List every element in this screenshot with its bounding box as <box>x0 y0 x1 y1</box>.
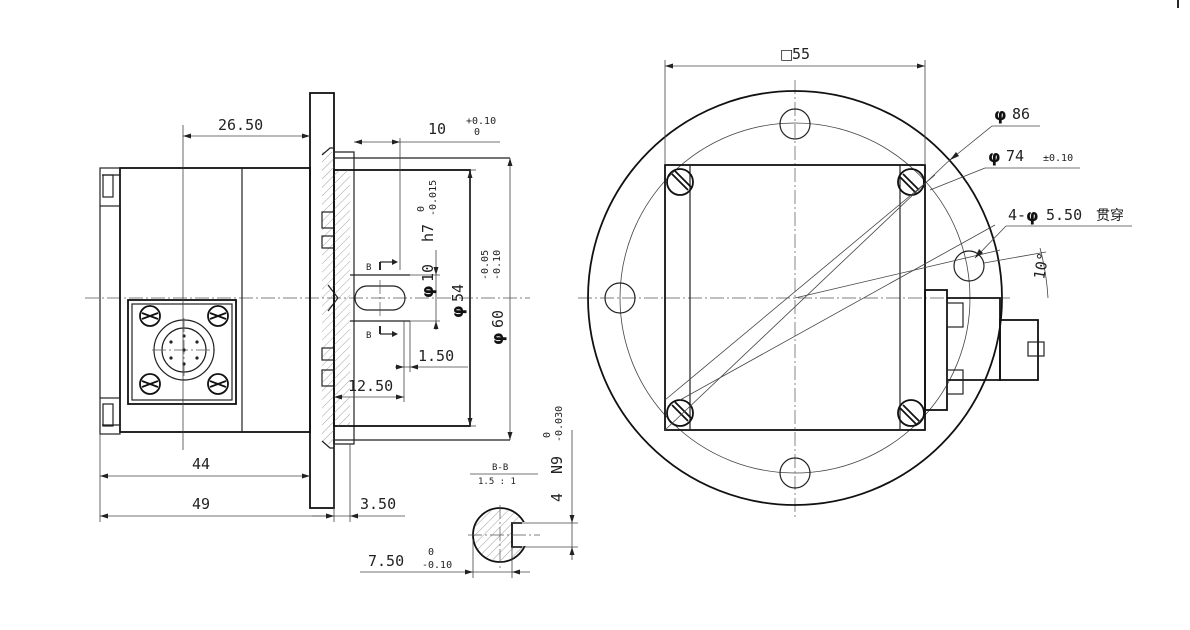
dim-26-50: 26.50 <box>182 116 310 450</box>
section-marker-bottom-label: B <box>366 331 371 341</box>
dim-26-50-text: 26.50 <box>218 116 263 134</box>
output-shaft <box>333 157 510 441</box>
dim-phi-54: φ 54 <box>448 169 476 427</box>
dim-10-tol-upper: +0.10 <box>466 116 496 127</box>
dim-1-50-text: 1.50 <box>418 347 454 365</box>
dim-4-text: 4 <box>548 493 566 502</box>
connector-pin <box>169 356 173 360</box>
connector-pin <box>169 340 173 344</box>
top-connector-block <box>99 167 121 207</box>
section-title: B-B <box>492 463 508 473</box>
section-marker-top: B <box>366 259 398 273</box>
connector-pin <box>195 340 199 344</box>
connector-face <box>127 299 237 405</box>
dim-square-55: □ 55 <box>664 45 926 165</box>
dim-angle-text: 10° <box>1030 251 1052 281</box>
dim-holes-note: 贯穿 <box>1096 208 1124 224</box>
motor-body <box>99 167 311 435</box>
dim-holes-diameter: 5.50 <box>1046 206 1082 224</box>
section-view-b-b: B-B 1.5 : 1 4 N9 0 -0.030 7.50 <box>360 406 578 578</box>
dim-holes-count: 4- <box>1008 206 1026 224</box>
corner-screw <box>897 168 925 196</box>
dim-10-text: 10 <box>428 120 446 138</box>
dim-n9-text: N9 <box>548 456 566 474</box>
section-marker-bottom: B <box>366 326 398 341</box>
dim-1-50: 1.50 <box>395 321 468 372</box>
flange-outer-circle <box>587 90 1003 506</box>
dim-4-n9: 4 N9 0 -0.030 <box>512 406 578 560</box>
dim-h7: h7 0 -0.015 <box>416 180 439 242</box>
mounting-hole <box>953 250 985 282</box>
connector-screw <box>207 373 229 395</box>
dim-44-text: 44 <box>192 455 210 473</box>
dim-phi-60-tol-lower: -0.10 <box>492 250 503 280</box>
dim-49: 49 <box>100 444 335 522</box>
dim-angle-10: 10° <box>983 247 1053 299</box>
front-view: □ 55 φ 86 φ 74 ±0.10 4- φ 5.50 贯穿 <box>578 45 1132 518</box>
side-connector <box>924 289 1045 411</box>
mounting-hole <box>604 282 636 314</box>
dim-12-50: 12.50 <box>334 372 405 402</box>
dim-square-symbol: □ <box>780 47 793 63</box>
bottom-connector-block <box>99 397 121 435</box>
dim-3-50-text: 3.50 <box>360 495 396 513</box>
dim-phi-60-symbol: φ <box>488 332 507 345</box>
dim-10: 10 +0.10 0 <box>354 116 500 270</box>
section-marker-top-label: B <box>366 263 371 273</box>
corner-screw <box>897 399 925 427</box>
mounting-hole <box>779 108 811 140</box>
side-view: B B 26.50 10 +0.10 0 h7 <box>85 92 530 522</box>
dim-phi-74-tol: ±0.10 <box>1043 153 1073 164</box>
dim-phi-10-symbol: φ <box>418 285 437 298</box>
dim-n9-tol-lower: -0.030 <box>554 406 565 442</box>
dim-h7-tol-upper: 0 <box>416 206 427 212</box>
dim-7-50: 7.50 0 -0.10 <box>360 540 530 578</box>
dim-phi-54-symbol: φ <box>448 305 467 318</box>
dim-holes-symbol: φ <box>1026 206 1039 225</box>
dim-7-50-text: 7.50 <box>368 552 404 570</box>
dim-phi-86: φ 86 <box>949 105 1040 161</box>
connector-pin <box>195 356 199 360</box>
dim-phi-60: φ 60 -0.05 -0.10 <box>480 158 513 440</box>
dim-12-50-text: 12.50 <box>348 377 393 395</box>
section-scale: 1.5 : 1 <box>478 477 516 487</box>
corner-screw <box>666 168 694 196</box>
dim-h7-tol-lower: -0.015 <box>428 180 439 216</box>
dim-3-50: 3.50 <box>312 444 405 522</box>
dim-phi-54-text: 54 <box>449 284 467 302</box>
dim-phi-60-text: 60 <box>489 310 507 328</box>
dim-phi-86-text: 86 <box>1012 105 1030 123</box>
dim-phi-86-symbol: φ <box>994 105 1007 124</box>
dim-44: 44 <box>99 434 310 522</box>
dim-phi-74-symbol: φ <box>988 147 1001 166</box>
mounting-hole <box>779 457 811 489</box>
corner-screw <box>666 399 694 427</box>
dim-phi-74: φ 74 ±0.10 <box>929 147 1080 191</box>
dim-7-50-tol-upper: 0 <box>428 547 434 558</box>
dim-10-tol-lower: 0 <box>474 127 480 138</box>
dim-phi-60-tol-upper: -0.05 <box>480 250 491 280</box>
dim-square-55-text: 55 <box>792 45 810 63</box>
dim-phi-10: φ 10 <box>410 250 440 330</box>
dim-7-50-tol-lower: -0.10 <box>422 560 452 571</box>
dim-phi-10-text: 10 <box>419 264 437 282</box>
dim-holes: 4- φ 5.50 贯穿 <box>974 206 1132 259</box>
connector-screw <box>139 373 161 395</box>
dim-h7-text: h7 <box>419 224 437 242</box>
connector-screw <box>207 305 229 327</box>
dim-phi-74-text: 74 <box>1006 147 1024 165</box>
dim-n9-tol-upper: 0 <box>542 432 553 438</box>
connector-screw <box>139 305 161 327</box>
dim-49-text: 49 <box>192 495 210 513</box>
